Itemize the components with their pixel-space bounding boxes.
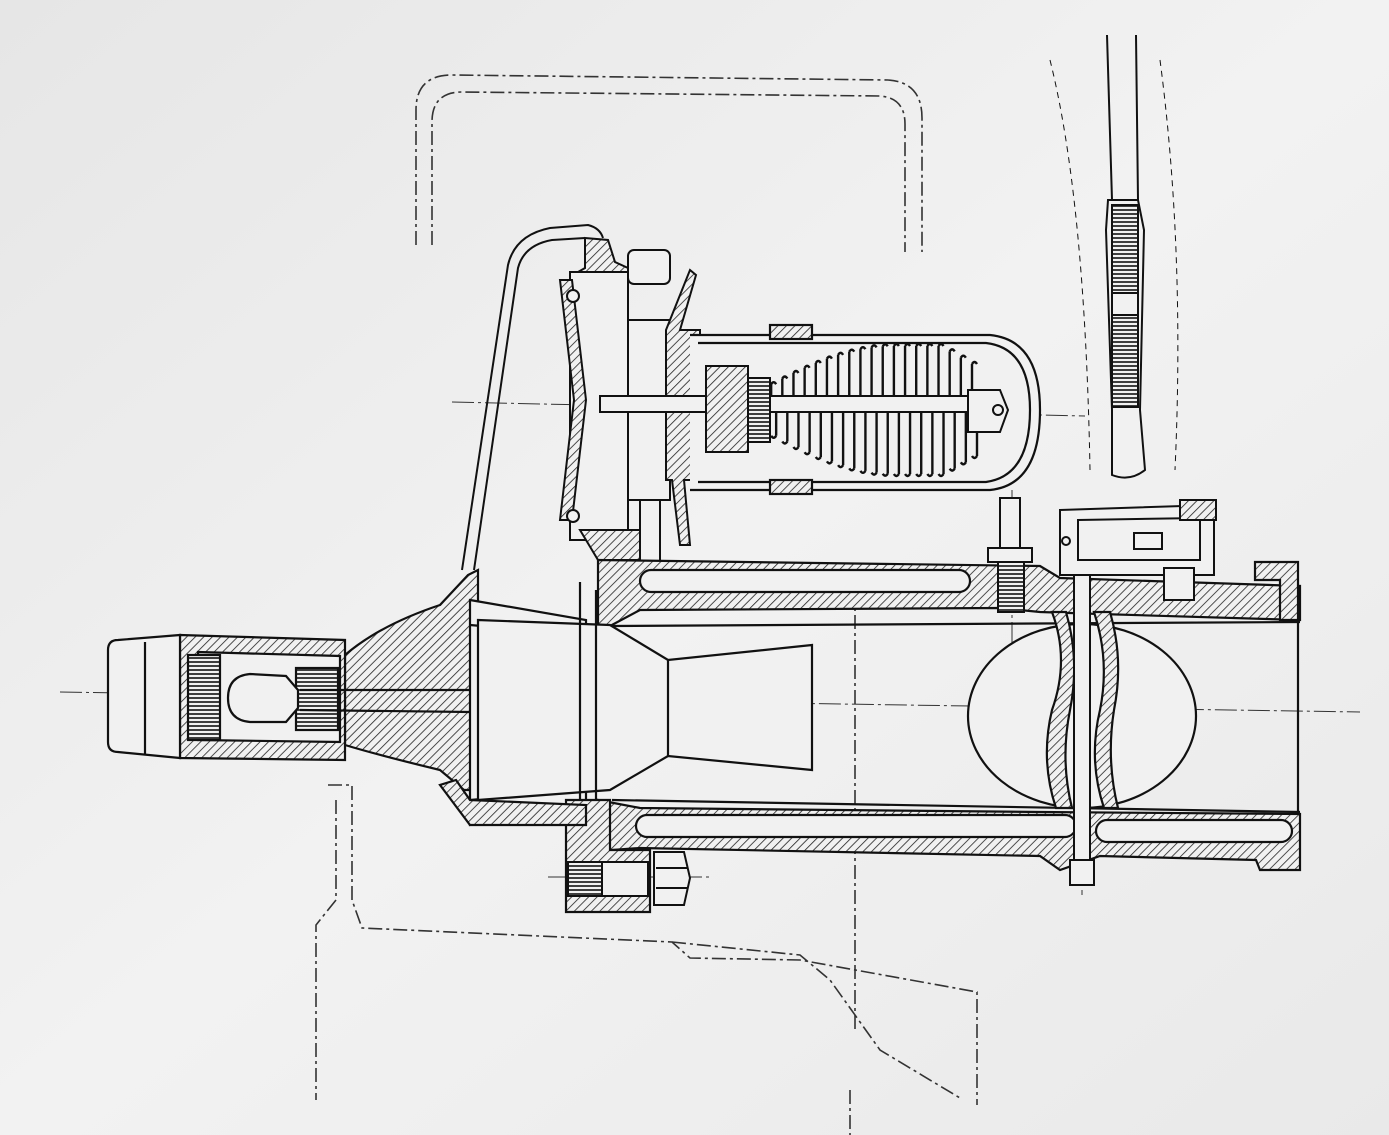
phantom-outline-top (415, 74, 923, 252)
spring-coil (814, 359, 822, 461)
spring-coil (937, 342, 945, 478)
venturi-nozzle (343, 568, 814, 827)
bypass-tube (461, 223, 604, 571)
linkage-rod-detail (1049, 34, 1179, 479)
spring-coil (892, 342, 901, 478)
spring-coil (881, 343, 889, 477)
spring-coil (769, 381, 778, 439)
spring-coil (948, 348, 956, 472)
spring-coil (870, 344, 878, 476)
throttle-shaft (987, 497, 1217, 886)
inlet-fitting (106, 633, 471, 762)
spring-coil (781, 375, 789, 445)
spring-coil (915, 342, 923, 478)
spring-coil (848, 348, 856, 472)
spring-coil (903, 342, 912, 478)
spring-coil (959, 354, 968, 466)
spring-coil (792, 369, 800, 451)
mounting-bolt (567, 851, 692, 906)
spring-coil (836, 351, 845, 469)
compression-spring (758, 342, 979, 478)
spring-coil (926, 342, 934, 478)
regulator-body (596, 558, 1302, 872)
spring-coil (970, 360, 979, 460)
spring-coil (825, 355, 834, 465)
spring-coil (803, 364, 811, 456)
valve-stem (599, 365, 1010, 453)
spring-coil (859, 345, 867, 475)
